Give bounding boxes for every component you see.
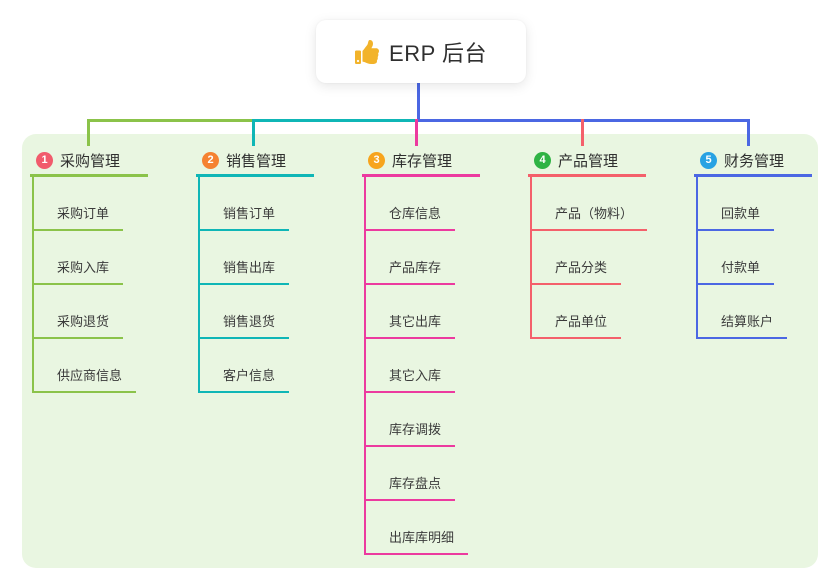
child-node[interactable]: 销售出库 [198,257,290,285]
child-node[interactable]: 采购退货 [32,311,124,339]
child-node[interactable]: 客户信息 [198,365,290,393]
list-item: 客户信息 [196,339,314,393]
drop-line-product [581,119,584,146]
list-item: 采购入库 [30,231,148,285]
drop-line-finance [747,119,750,146]
list-item: 库存盘点 [362,447,480,501]
list-item: 供应商信息 [30,339,148,393]
root-connector-line [417,83,420,120]
list-item: 库存调拨 [362,393,480,447]
branch-children: 仓库信息 产品库存 其它出库 其它入库 库存调拨 库存盘点 出库库明细 [362,177,480,555]
child-node[interactable]: 采购订单 [32,203,124,231]
children-connector-line [696,177,698,339]
list-item: 出库库明细 [362,501,480,555]
root-node[interactable]: ERP 后台 [316,20,526,83]
child-node[interactable]: 仓库信息 [364,203,456,231]
list-item: 其它出库 [362,285,480,339]
child-node[interactable]: 库存盘点 [364,473,456,501]
branch-title: 库存管理 [392,152,453,170]
branch-title: 财务管理 [724,152,785,170]
child-node[interactable]: 供应商信息 [32,365,137,393]
list-item: 产品分类 [528,231,646,285]
drop-line-inventory [415,119,418,146]
branch-header[interactable]: 5 财务管理 [694,146,812,177]
list-item: 销售订单 [196,177,314,231]
branch-number-badge: 1 [36,151,53,169]
branch-sales: 2 销售管理 销售订单 销售出库 销售退货 客户信息 [196,146,314,393]
drop-line-purchase [87,119,90,146]
background-panel [22,134,818,568]
child-node[interactable]: 出库库明细 [364,527,469,555]
child-node[interactable]: 其它入库 [364,365,456,393]
child-node[interactable]: 库存调拨 [364,419,456,447]
drop-line-sales [252,119,255,146]
children-connector-line [32,177,34,393]
child-node[interactable]: 回款单 [696,203,775,231]
list-item: 销售退货 [196,285,314,339]
thumbs-up-icon [355,39,380,64]
list-item: 产品库存 [362,231,480,285]
root-title: ERP 后台 [389,40,487,66]
branch-children: 产品（物料） 产品分类 产品单位 [528,177,648,339]
branch-title: 销售管理 [226,152,287,170]
list-item: 付款单 [694,231,812,285]
branch-number-badge: 5 [700,151,717,169]
branch-title: 产品管理 [558,152,619,170]
child-node[interactable]: 产品（物料） [530,203,648,231]
children-connector-line [198,177,200,393]
list-item: 仓库信息 [362,177,480,231]
list-item: 结算账户 [694,285,812,339]
branch-number-badge: 2 [202,151,219,169]
branch-header[interactable]: 3 库存管理 [362,146,480,177]
list-item: 销售出库 [196,231,314,285]
child-node[interactable]: 产品分类 [530,257,622,285]
branch-purchase: 1 采购管理 采购订单 采购入库 采购退货 供应商信息 [30,146,148,393]
list-item: 产品单位 [528,285,646,339]
children-connector-line [530,177,532,339]
child-node[interactable]: 销售订单 [198,203,290,231]
list-item: 产品（物料） [528,177,648,231]
branch-finance: 5 财务管理 回款单 付款单 结算账户 [694,146,812,339]
child-node[interactable]: 产品库存 [364,257,456,285]
branch-children: 回款单 付款单 结算账户 [694,177,812,339]
child-node[interactable]: 付款单 [696,257,775,285]
bus-segment-sales [252,119,417,122]
branch-product: 4 产品管理 产品（物料） 产品分类 产品单位 [528,146,648,339]
list-item: 采购订单 [30,177,148,231]
branch-children: 采购订单 采购入库 采购退货 供应商信息 [30,177,148,393]
list-item: 其它入库 [362,339,480,393]
child-node[interactable]: 其它出库 [364,311,456,339]
branch-header[interactable]: 1 采购管理 [30,146,148,177]
branch-header[interactable]: 4 产品管理 [528,146,646,177]
list-item: 采购退货 [30,285,148,339]
child-node[interactable]: 产品单位 [530,311,622,339]
children-connector-line [364,177,366,555]
branch-number-badge: 4 [534,151,551,169]
child-node[interactable]: 销售退货 [198,311,290,339]
branch-children: 销售订单 销售出库 销售退货 客户信息 [196,177,314,393]
bus-segment-purchase [87,119,253,122]
child-node[interactable]: 结算账户 [696,311,788,339]
list-item: 回款单 [694,177,812,231]
child-node[interactable]: 采购入库 [32,257,124,285]
branch-header[interactable]: 2 销售管理 [196,146,314,177]
branch-inventory: 3 库存管理 仓库信息 产品库存 其它出库 其它入库 库存调拨 库存盘点 出库库… [362,146,480,555]
branch-number-badge: 3 [368,151,385,169]
branch-title: 采购管理 [60,152,121,170]
